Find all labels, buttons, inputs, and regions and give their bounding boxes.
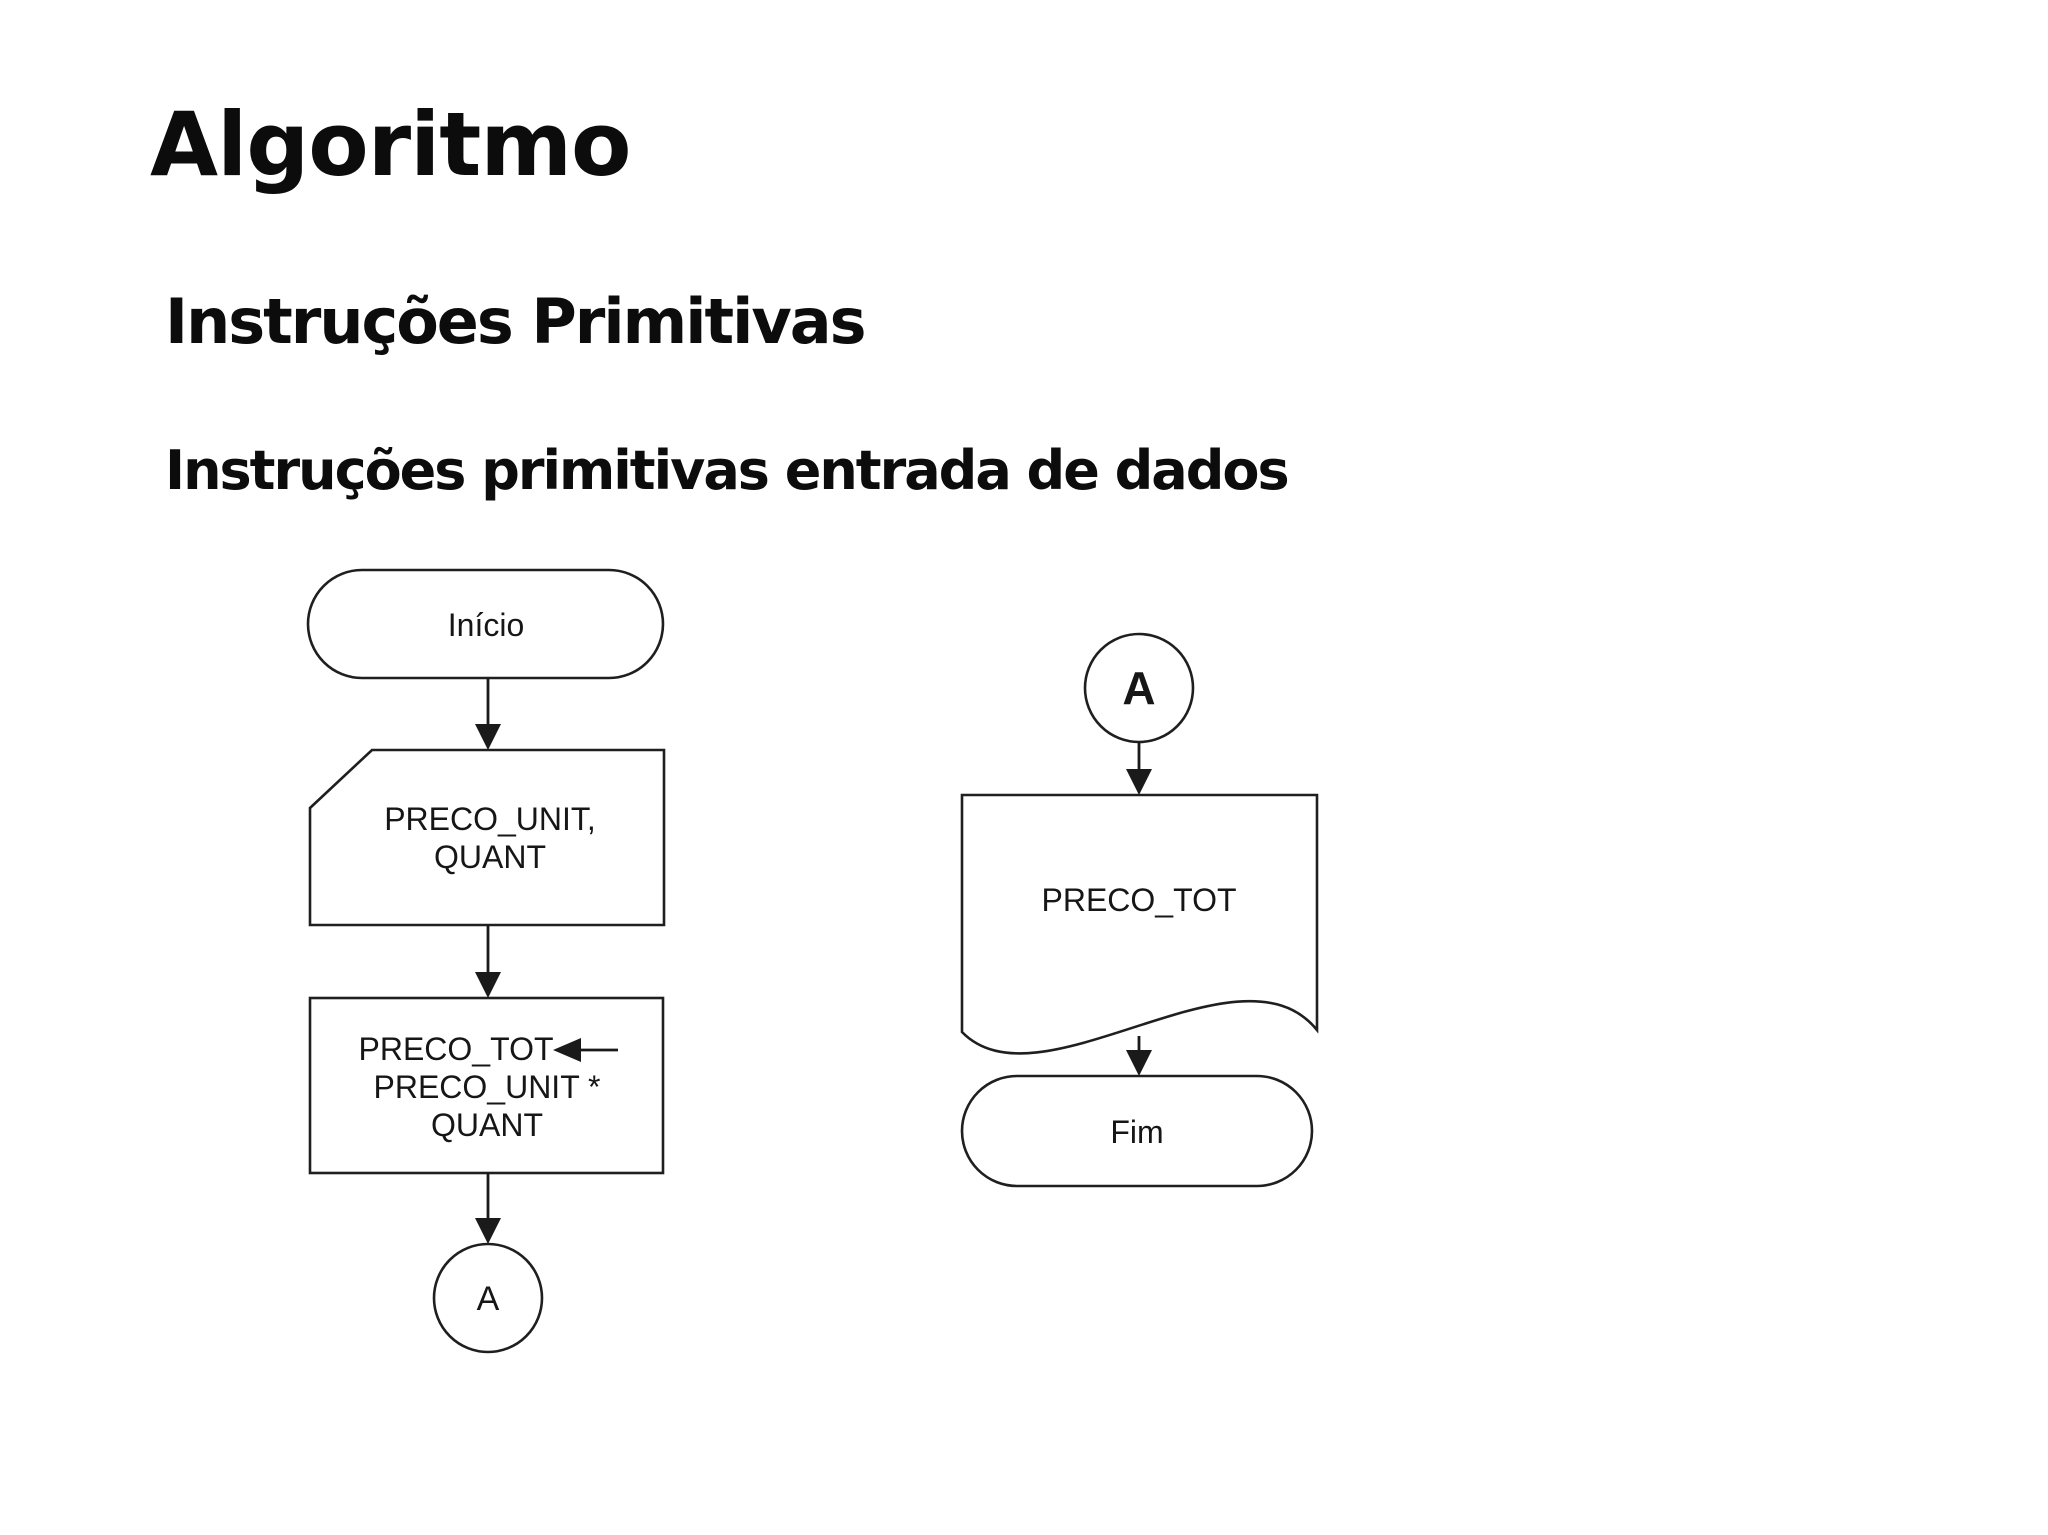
end-label: Fim [1110, 1114, 1163, 1150]
connector-a-left: A [432, 1242, 544, 1354]
arrowhead-down-icon [1126, 1050, 1152, 1076]
arrowhead-down-icon [1126, 769, 1152, 795]
start-terminator-shape: Início [306, 568, 665, 680]
start-terminator-outline [306, 568, 665, 680]
process-label-line3: QUANT [431, 1107, 543, 1143]
connector-a-left-label: A [477, 1280, 500, 1318]
arrowhead-down-icon [475, 724, 501, 750]
process-label-line1: PRECO_TOT [359, 1031, 554, 1067]
process-outline [308, 996, 665, 1175]
process-shape: PRECO_TOT PRECO_UNIT * QUANT [308, 996, 665, 1175]
document-output-shape: PRECO_TOT [960, 793, 1319, 1055]
subsection-heading: Instruções primitivas entrada de dados [165, 439, 1290, 502]
flow-arrow-input-to-process [475, 925, 501, 998]
end-terminator-outline [960, 1074, 1314, 1188]
input-label-line2: QUANT [434, 839, 546, 875]
arrowhead-left-icon [553, 1038, 581, 1062]
output-label: PRECO_TOT [1042, 882, 1237, 918]
arrowhead-down-icon [475, 1218, 501, 1244]
page-title: Algoritmo [150, 92, 631, 196]
assignment-arrow-icon [553, 1038, 618, 1062]
flow-arrow-connector-to-output [1126, 742, 1152, 795]
manual-input-outline [308, 748, 666, 927]
input-label-line1: PRECO_UNIT, [384, 801, 596, 837]
connector-a-right-label: A [1122, 662, 1155, 714]
manual-input-shape: PRECO_UNIT, QUANT [308, 748, 666, 927]
start-label: Início [448, 607, 524, 643]
section-heading: Instruções Primitivas [165, 285, 867, 359]
flow-arrow-process-to-connector [475, 1173, 501, 1244]
connector-a-right: A [1083, 632, 1195, 744]
connector-a-left-outline [432, 1242, 544, 1354]
process-label-line2: PRECO_UNIT * [373, 1069, 600, 1105]
flow-arrow-output-to-end [1126, 1036, 1152, 1076]
arrowhead-down-icon [475, 972, 501, 998]
end-terminator-shape: Fim [960, 1074, 1314, 1188]
document-output-outline [960, 793, 1319, 1055]
flow-arrow-start-to-input [475, 678, 501, 750]
